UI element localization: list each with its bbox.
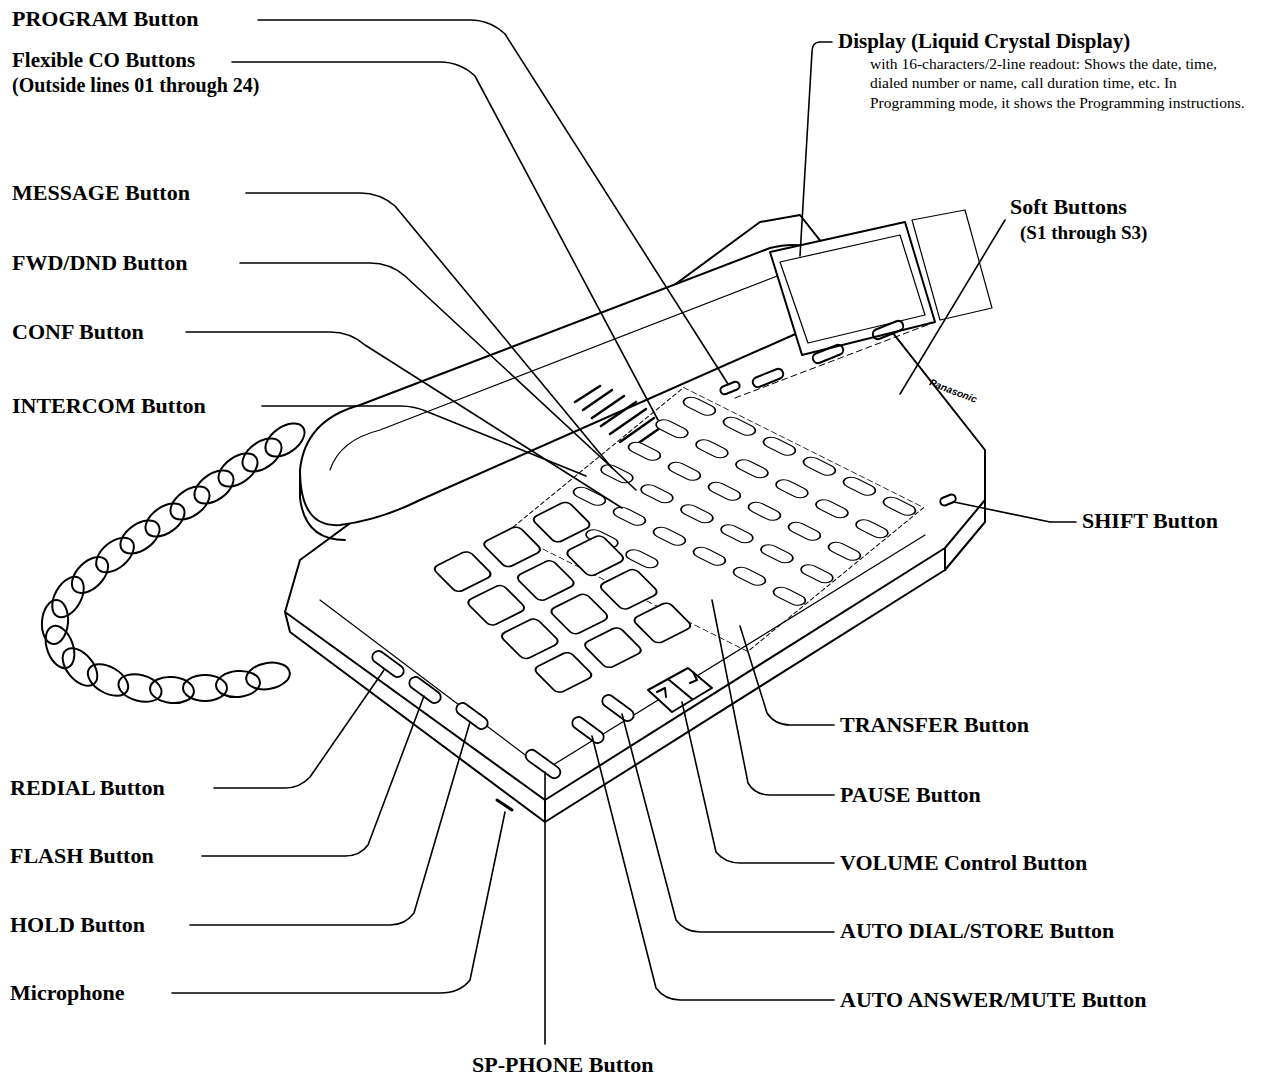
callout-note: (Outside lines 01 through 24) [10, 74, 261, 97]
callout-label: FWD/DND Button [10, 250, 189, 275]
callout-label: Microphone [8, 980, 126, 1005]
callout-label: SP-PHONE Button [470, 1052, 656, 1077]
callout-label: VOLUME Control Button [838, 850, 1089, 875]
callout-description: with 16-characters/2-line readout: Shows… [868, 54, 1257, 112]
callout-label: INTERCOM Button [10, 393, 208, 418]
callout-label: Display (Liquid Crystal Display) [836, 29, 1132, 53]
callout-label: MESSAGE Button [10, 180, 192, 205]
callout-label: CONF Button [10, 319, 146, 344]
callout-label: HOLD Button [8, 912, 147, 937]
callout-label: Flexible CO Buttons [10, 48, 197, 72]
callout-label: AUTO ANSWER/MUTE Button [838, 987, 1148, 1012]
callout-note: (S1 through S3) [1018, 222, 1149, 244]
callout-label: AUTO DIAL/STORE Button [838, 918, 1116, 943]
callout-label: REDIAL Button [8, 775, 167, 800]
callout-label: Soft Buttons [1008, 194, 1129, 219]
callout-label: PROGRAM Button [10, 6, 200, 31]
callout-label: FLASH Button [8, 843, 156, 868]
callout-label: PAUSE Button [838, 782, 983, 807]
callout-label: TRANSFER Button [838, 712, 1031, 737]
callout-label: SHIFT Button [1080, 508, 1220, 533]
